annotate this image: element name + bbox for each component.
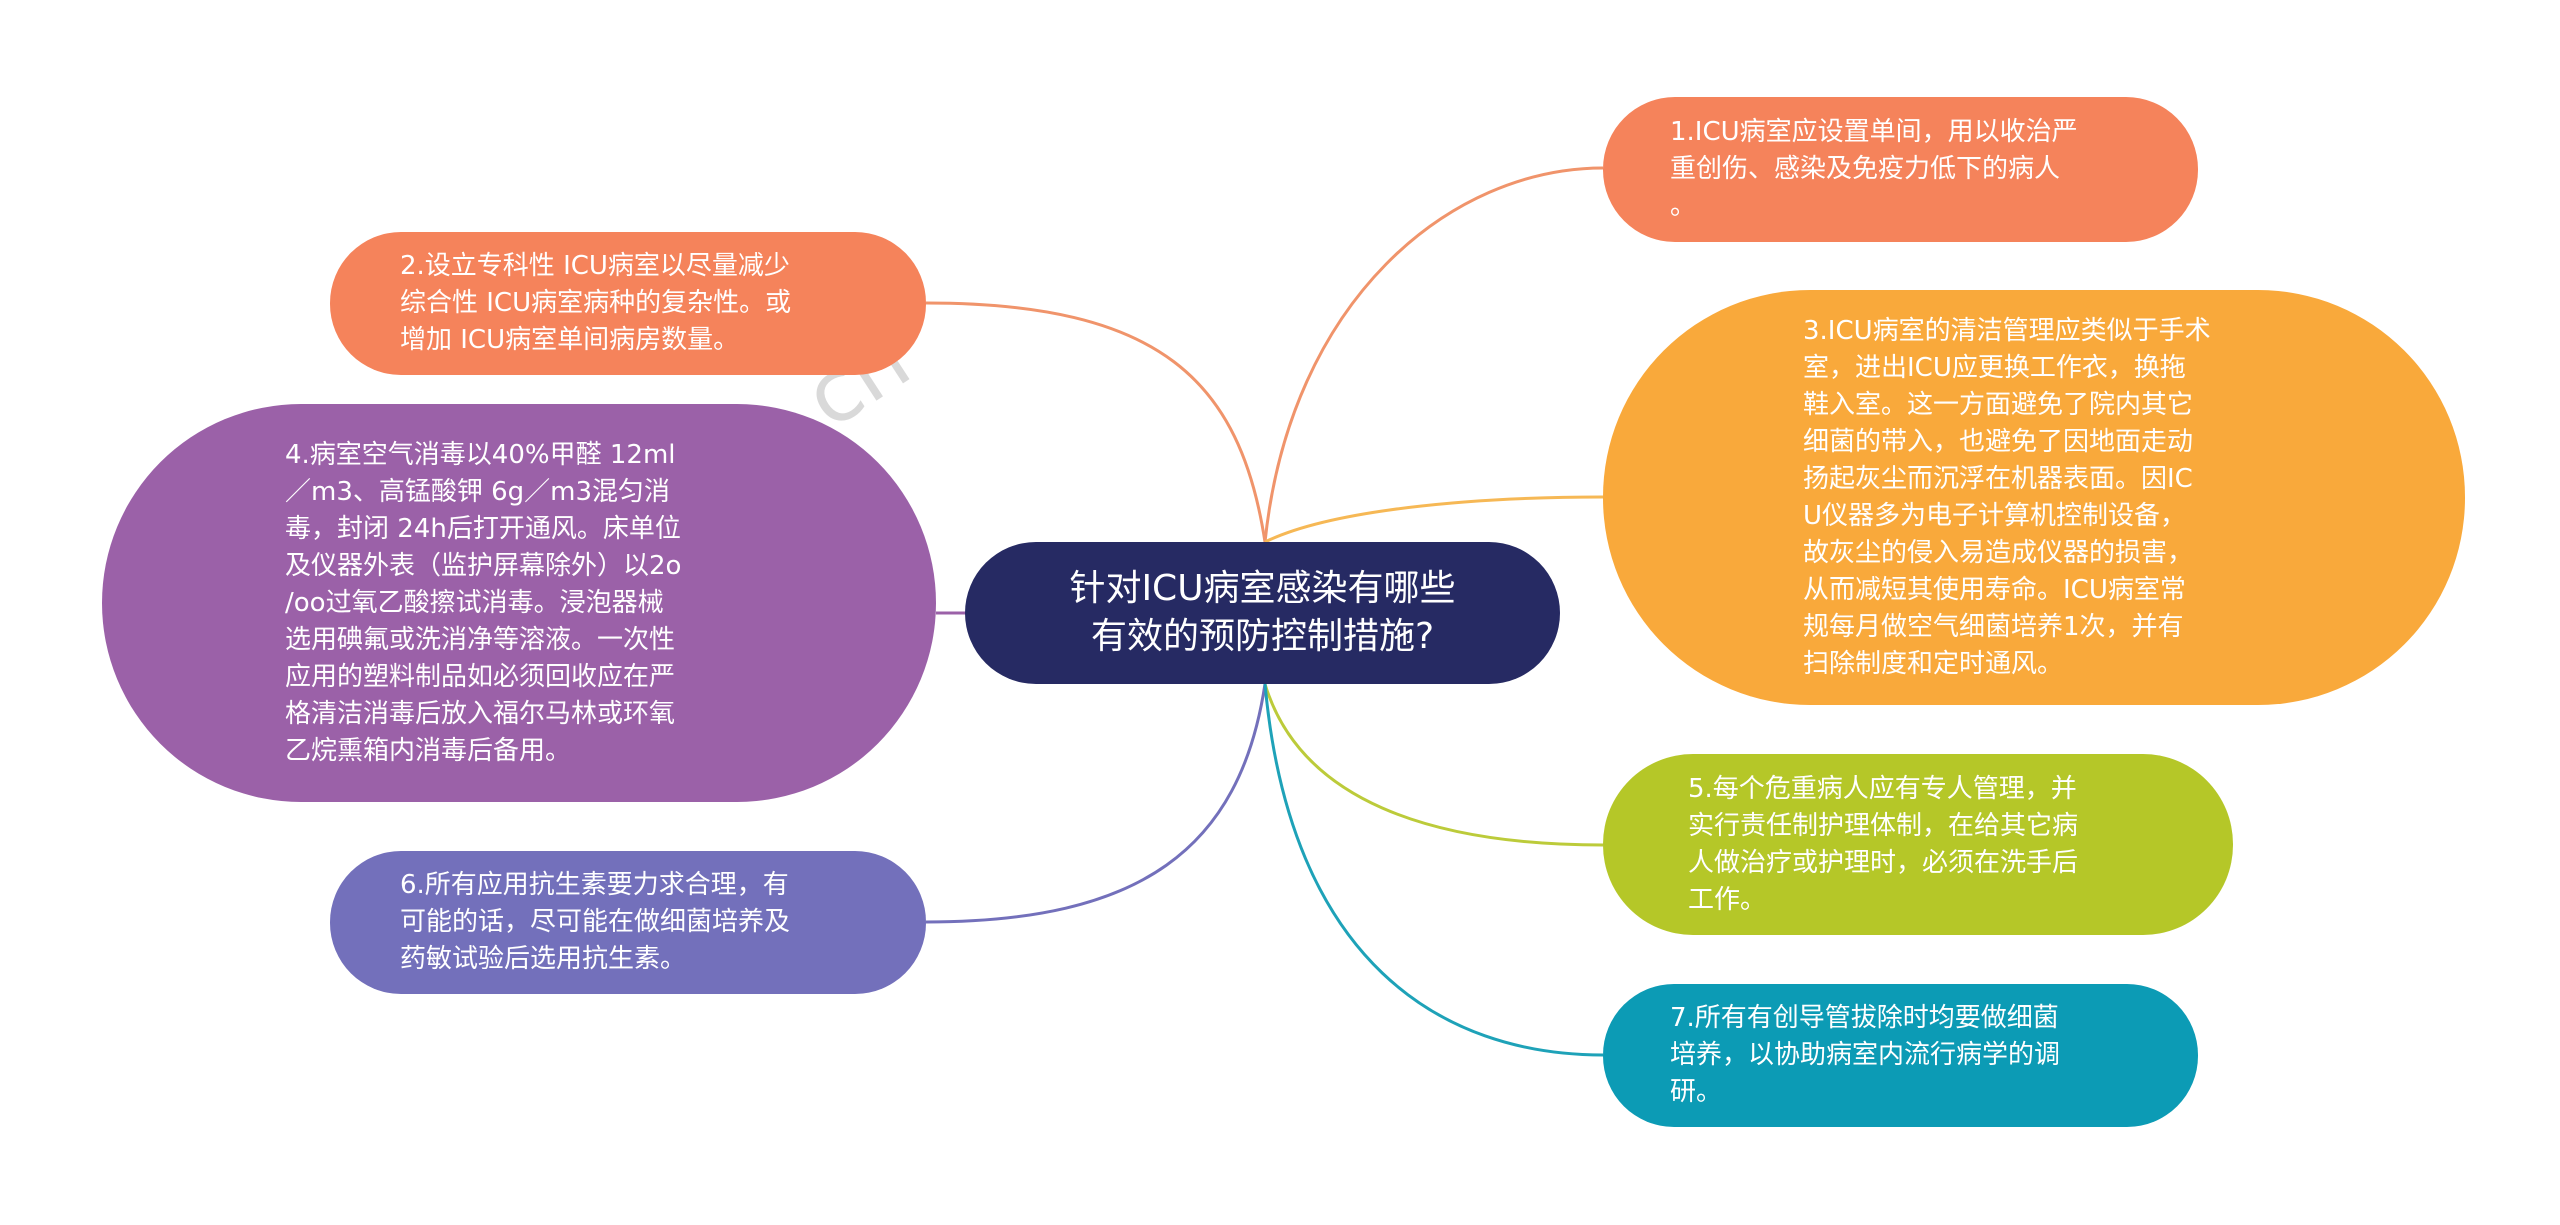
central-topic-label: 针对ICU病室感染有哪些 有效的预防控制措施? <box>1069 568 1456 657</box>
topic-node-7[interactable]: 7.所有有创导管拔除时均要做细菌 培养，以协助病室内流行病学的调 研。 <box>1603 984 2198 1127</box>
topic-node-label: 3.ICU病室的清洁管理应类似于手术 室，进出ICU应更换工作衣，换拖 鞋入室。… <box>1803 315 2211 679</box>
connector-n7 <box>1263 683 1604 1057</box>
topic-node-1[interactable]: 1.ICU病室应设置单间，用以收治严 重创伤、感染及免疫力低下的病人 。 <box>1603 97 2198 242</box>
topic-node-label: 5.每个危重病人应有专人管理，并 实行责任制护理体制，在给其它病 人做治疗或护理… <box>1688 773 2079 915</box>
central-topic[interactable]: 针对ICU病室感染有哪些 有效的预防控制措施? <box>965 542 1560 684</box>
topic-node-5[interactable]: 5.每个危重病人应有专人管理，并 实行责任制护理体制，在给其它病 人做治疗或护理… <box>1603 754 2233 935</box>
topic-node-label: 1.ICU病室应设置单间，用以收治严 重创伤、感染及免疫力低下的病人 。 <box>1670 117 2078 221</box>
topic-node-6[interactable]: 6.所有应用抗生素要力求合理，有 可能的话，尽可能在做细菌培养及 药敏试验后选用… <box>330 851 926 994</box>
topic-node-label: 6.所有应用抗生素要力求合理，有 可能的话，尽可能在做细菌培养及 药敏试验后选用… <box>400 870 791 974</box>
connector-n6 <box>925 683 1267 924</box>
topic-node-4[interactable]: 4.病室空气消毒以40%甲醛 12ml ／m3、高锰酸钾 6g／m3混匀消 毒，… <box>102 404 936 802</box>
connector-n1 <box>1263 166 1604 543</box>
connector-n3 <box>1264 495 1604 544</box>
topic-node-3[interactable]: 3.ICU病室的清洁管理应类似于手术 室，进出ICU应更换工作衣，换拖 鞋入室。… <box>1603 290 2465 705</box>
topic-node-label: 2.设立专科性 ICU病室以尽量减少 综合性 ICU病室病种的复杂性。或 增加 … <box>400 251 792 355</box>
topic-node-2[interactable]: 2.设立专科性 ICU病室以尽量减少 综合性 ICU病室病种的复杂性。或 增加 … <box>330 232 926 375</box>
connector-n2 <box>925 301 1267 543</box>
connector-n5 <box>1263 683 1604 847</box>
topic-node-label: 4.病室空气消毒以40%甲醛 12ml ／m3、高锰酸钾 6g／m3混匀消 毒，… <box>285 439 682 766</box>
topic-node-label: 7.所有有创导管拔除时均要做细菌 培养，以协助病室内流行病学的调 研。 <box>1670 1003 2061 1107</box>
